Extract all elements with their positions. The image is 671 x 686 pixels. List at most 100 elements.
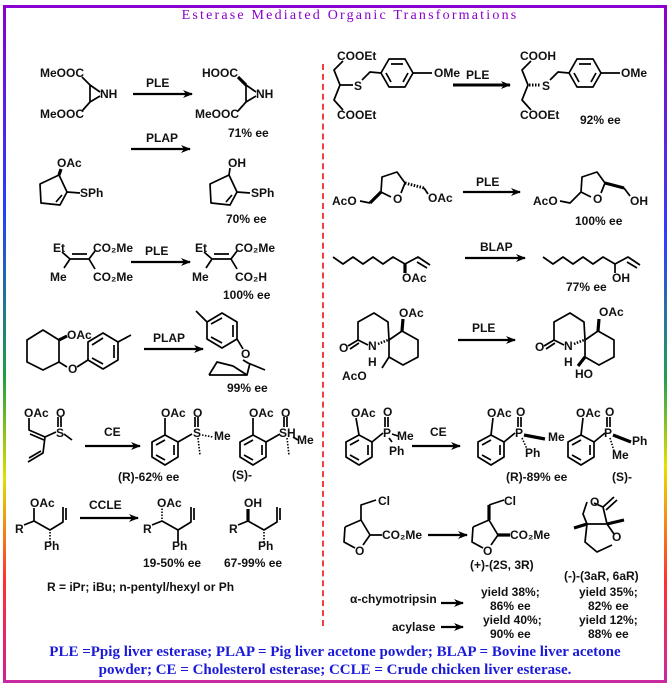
enzyme-label: PLE (476, 175, 499, 189)
substituent-label: R (143, 522, 152, 536)
substituent-label: Me (50, 270, 67, 284)
substituent-label: MeOOC (40, 66, 84, 80)
substituent-label: Me (397, 429, 414, 443)
frame-border (3, 5, 667, 683)
substituent-label: SPh (80, 186, 103, 200)
atom-label: NH (256, 87, 273, 101)
ee-label: 99% ee (227, 381, 268, 395)
substituent-label: Cl (378, 494, 390, 508)
reaction-right-2: AcO O OAc PLE AcO O OH 100% ee (332, 171, 648, 228)
atom-label: H (368, 355, 377, 369)
ee-label: 90% ee (490, 627, 531, 641)
substituent-label: Ph (525, 446, 540, 460)
substituent-label: OH (244, 496, 262, 510)
atom-label: O (193, 406, 202, 420)
enzyme-label: CCLE (89, 498, 122, 512)
substituent-label: OAc (487, 406, 512, 420)
substituent-label: Cl (504, 494, 516, 508)
octenyl-product-bonds (542, 256, 641, 273)
allyl-product2-bonds (237, 507, 281, 542)
ee-label: (R)-62% ee (118, 470, 180, 484)
reaction-left-1: MeOOC MeOOC NH PLE HOOC MeOOC NH 71% ee (40, 66, 273, 140)
substituent-label: CO₂Me (93, 241, 133, 255)
substituent-label: OH (630, 194, 648, 208)
cyclopentene-substrate-bonds (39, 168, 81, 206)
ee-label: 88% ee (588, 627, 629, 641)
diester-substrate-bonds (333, 58, 432, 111)
enantiomer-label: (S)- (232, 468, 252, 482)
ee-label: 19-50% ee (143, 556, 201, 570)
atom-label: O (612, 530, 621, 544)
reaction-right-4: OAc O N H AcO PLE OAc O N H HO (339, 305, 624, 383)
atom-label: S (193, 426, 201, 440)
atom-label: H (564, 355, 573, 369)
substituent-label: AcO (342, 369, 367, 383)
substituent-label: SPh (251, 186, 274, 200)
page-title: Esterase Mediated Organic Transformation… (181, 8, 519, 23)
substituent-label: COOEt (520, 108, 559, 122)
thf-substrate-bonds (359, 171, 429, 205)
ee-label: 100% ee (575, 214, 623, 228)
substituent-label: CO₂H (235, 270, 267, 284)
substituent-label: OAc (67, 328, 92, 342)
ee-label: 100% ee (223, 288, 271, 302)
substituent-label: OAc (157, 496, 182, 510)
enzyme-label: PLE (146, 76, 169, 90)
atom-label: O (593, 192, 602, 206)
enzyme-label: BLAP (480, 240, 513, 254)
reaction-right-3: OAc BLAP OH 77% ee (332, 240, 641, 294)
substituent-label: CO₂Me (235, 241, 275, 255)
substituent-label: OH (612, 271, 630, 285)
ee-label: 67-99% ee (224, 556, 282, 570)
atom-label: P (604, 426, 612, 440)
enzyme-label: PLE (145, 244, 168, 258)
substituent-label: OMe (434, 66, 460, 80)
ee-label: 92% ee (580, 113, 621, 127)
atom-label: N (368, 339, 377, 353)
spirolactam-product-bonds (543, 312, 615, 367)
substituent-label: CO₂Me (93, 270, 133, 284)
substituent-label: OAc (249, 406, 274, 420)
substituent-label: Me (612, 448, 629, 462)
ee-label: 77% ee (566, 280, 607, 294)
ee-label: 86% ee (490, 599, 531, 613)
atom-label: SH (279, 426, 296, 440)
ee-label: 70% ee (226, 212, 267, 226)
substituent-label: MeOOC (40, 107, 84, 121)
substituent-label: R (15, 522, 24, 536)
frame-border-right (664, 5, 667, 683)
aziridine-substrate-bonds (81, 76, 101, 112)
abbreviations-line-1: PLE =Ppig liver esterase; PLAP = Pig liv… (49, 644, 621, 660)
substituent-label: Me (192, 270, 209, 284)
reaction-right-5: OAc O P Me Ph CE OAc O P Me Ph (R)-89% e… (345, 405, 647, 484)
atom-label: S (354, 79, 362, 93)
substituent-label: Et (195, 241, 207, 255)
atom-label: O (535, 340, 544, 354)
enzyme-label: acylase (392, 620, 436, 634)
substituent-label: Et (53, 241, 65, 255)
atom-label: O (339, 341, 348, 355)
atom-label: O (516, 405, 525, 419)
substituent-label: OAc (351, 406, 376, 420)
substituent-label: Me (297, 433, 314, 447)
thf-product-bonds (559, 171, 631, 204)
substituent-label: R (229, 522, 238, 536)
substituent-label: OAc (161, 406, 186, 420)
atom-label: S (542, 79, 550, 93)
allyl-substrate-bonds (23, 507, 67, 542)
phosphine-oxide-substrate-bonds (345, 417, 399, 466)
malonate-product-bonds (203, 250, 238, 270)
atom-label: O (590, 495, 599, 509)
substituent-label: HO (575, 367, 593, 381)
substituent-label: OAc (428, 191, 453, 205)
reaction-left-2: OAc SPh PLAP OH SPh 70% ee (39, 131, 274, 226)
enantiomer-label: (S)- (612, 470, 632, 484)
substituent-label: HOOC (202, 66, 238, 80)
substituent-label: OAc (30, 496, 55, 510)
reaction-left-4: OAc O PLAP O 99% ee (26, 310, 268, 395)
lactone-stereo-label: (-)-(3aR, 6aR) (564, 569, 639, 583)
atom-label: O (383, 405, 392, 419)
substituent-label: OAc (399, 306, 424, 320)
cyclohexyl-ether-product-bonds (195, 310, 266, 376)
octenyl-substrate-bonds (332, 256, 431, 273)
